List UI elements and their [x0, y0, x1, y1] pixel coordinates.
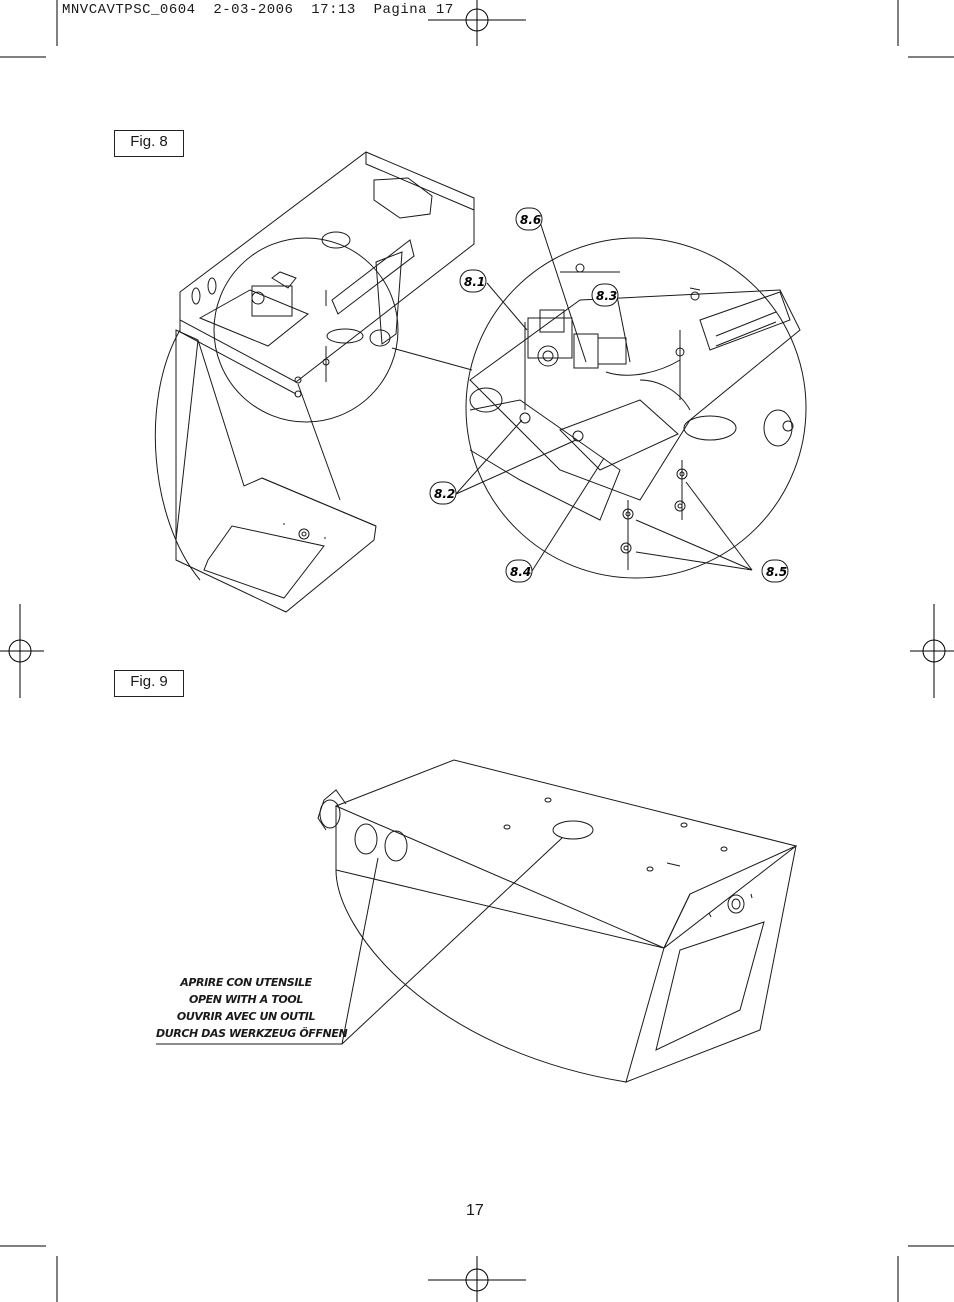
slug-date: 2-03-2006	[213, 2, 294, 18]
print-slug: MNVCAVTPSC_0604 2-03-2006 17:13 Pagina 1…	[62, 2, 454, 18]
fig9-label: Fig. 9	[114, 670, 184, 697]
fig8-housing-drawing	[154, 151, 475, 613]
callout-8-6: 8.6	[520, 213, 541, 227]
registration-mark-right	[910, 604, 954, 698]
fig9-instruction-note: APRIRE CON UTENSILE OPEN WITH A TOOL OUV…	[156, 974, 348, 1042]
fig8-label: Fig. 8	[114, 130, 184, 157]
registration-mark-bottom	[428, 1256, 526, 1302]
callout-8-2: 8.2	[434, 487, 455, 501]
fig9-housing-drawing	[156, 759, 798, 1083]
slug-page: Pagina 17	[373, 2, 454, 18]
callout-8-4: 8.4	[510, 565, 531, 579]
note-line-fr: OUVRIR AVEC UN OUTIL	[176, 1010, 316, 1023]
note-line-en: OPEN WITH A TOOL	[189, 993, 303, 1006]
page-number: 17	[466, 1202, 484, 1219]
registration-mark-top	[428, 0, 526, 46]
fig8-zoom-detail	[465, 237, 807, 579]
callout-8-5: 8.5	[766, 565, 787, 579]
note-line-it: APRIRE CON UTENSILE	[180, 976, 312, 989]
registration-mark-left	[0, 604, 44, 698]
slug-code: MNVCAVTPSC_0604	[62, 2, 196, 18]
callout-8-3: 8.3	[596, 289, 617, 303]
callout-8-1: 8.1	[464, 275, 485, 289]
note-line-de: DURCH DAS WERKZEUG ÖFFNEN	[156, 1027, 348, 1040]
slug-time: 17:13	[311, 2, 356, 18]
fig8-callout-boxes	[429, 207, 789, 583]
fig8-callout-leaders	[455, 221, 753, 572]
